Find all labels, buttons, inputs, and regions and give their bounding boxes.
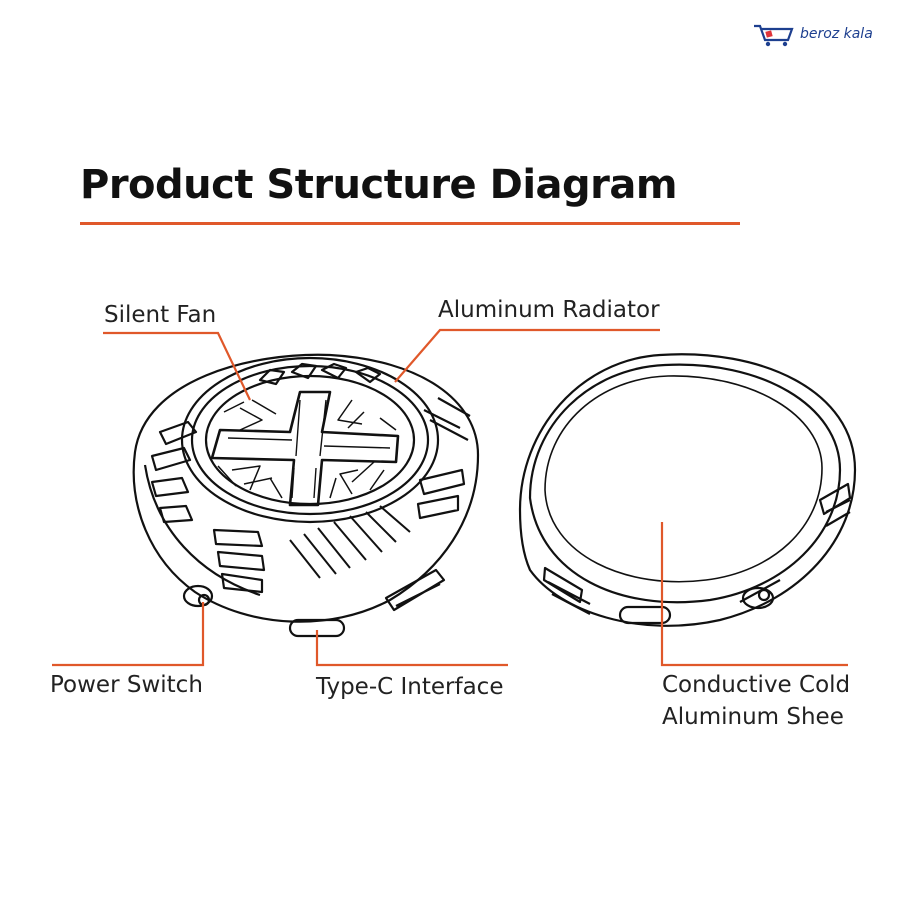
- conductive-sheet-leader-line: [660, 522, 848, 667]
- page-title: Product Structure Diagram: [80, 162, 678, 208]
- brand-name: beroz kala: [800, 26, 873, 42]
- cooler-plate-side-illustration: [518, 353, 857, 627]
- power-switch-leader-line: [52, 602, 205, 667]
- power-switch-label: Power Switch: [50, 672, 203, 698]
- aluminum-radiator-leader-line: [394, 328, 660, 383]
- shopping-cart-logo-icon: [754, 24, 794, 47]
- aluminum-radiator-label: Aluminum Radiator: [438, 297, 660, 323]
- title-underline: [80, 222, 740, 225]
- silent-fan-leader-line: [103, 331, 251, 401]
- type-c-interface-label: Type-C Interface: [316, 674, 504, 700]
- brand-logo: beroz kala: [752, 20, 873, 48]
- conductive-sheet-label-line1: Conductive Cold: [662, 672, 851, 698]
- callout-leader-lines: [52, 328, 848, 667]
- silent-fan-label: Silent Fan: [104, 302, 217, 328]
- conductive-sheet-label-line2: Aluminum Shee: [662, 704, 844, 730]
- type-c-leader-line: [315, 630, 508, 667]
- cooler-fan-side-illustration: [132, 353, 480, 638]
